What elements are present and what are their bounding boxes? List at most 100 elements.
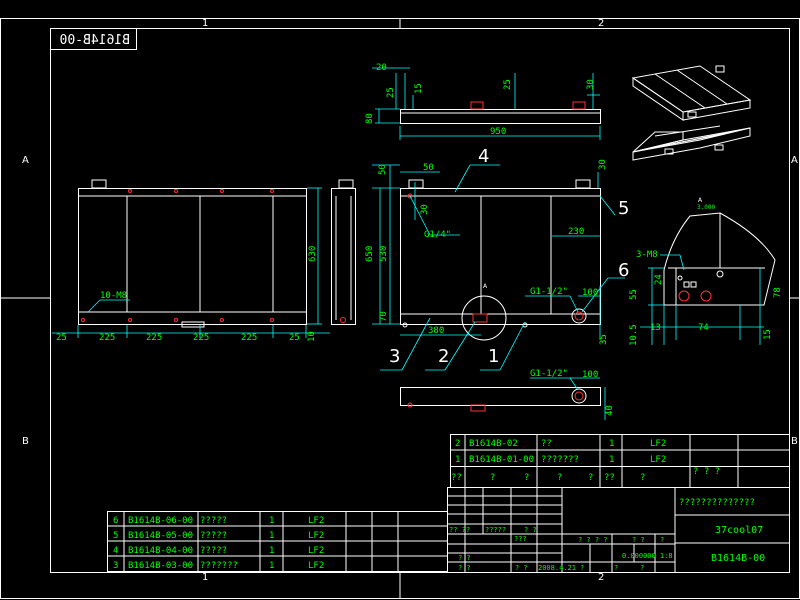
main-dim-50-top: 50 [423,163,434,173]
zone-label-top-2: 2 [598,18,604,29]
drawing-number-box: B1614B-00 [50,28,137,50]
main-dim-650: 650 [365,246,375,262]
bom-lower-name-4: ????? [200,546,227,556]
top-dim-30: 30 [586,79,596,90]
bom-upper-material-1: LF2 [650,455,666,465]
bom-header-qty: ? [557,473,562,483]
bom-upper-code-1: B1614B-01-00 [469,455,534,465]
zone-label-left-a: A [22,155,29,166]
tb-mark-6: ? ? [632,536,645,544]
bom-header-material: ? [588,473,593,483]
bom-header-no: ?? [451,473,462,483]
tb-mark-12: ? [614,564,618,572]
zone-label-bottom-1: 1 [202,572,208,583]
main-dim-380: 380 [428,326,444,336]
bom-lower-table [107,511,448,572]
bom-lower-name-5: ????? [200,531,227,541]
balloon-4: 4 [478,146,489,167]
main-port-g14: G1/4" [424,230,451,240]
isometric-views [631,65,752,161]
bottom-port-g112: G1-1/2" [530,369,568,379]
top-dim-25: 25 [386,87,396,98]
bottom-dim-40: 40 [605,405,615,416]
front-dim-right-25: 25 [289,333,300,343]
detail-dim-55: 55 [629,289,639,300]
bom-lower-qty-5: 1 [269,531,274,541]
detail-scale: 3.000 [697,204,715,211]
main-dim-50-left: 50 [378,164,388,175]
tb-mark-7: ? [660,536,664,544]
detail-dim-105: 10.5 [629,324,639,346]
balloon-2: 2 [438,346,449,367]
detail-dim-24: 24 [654,274,664,285]
main-dim-230: 230 [568,227,584,237]
bom-upper-no-1: 1 [455,455,460,465]
zone-label-right-a: A [791,155,798,166]
tb-mark-10: ? ? [515,564,528,572]
balloon-3: 3 [389,346,400,367]
bom-lower-no-3: 3 [113,561,118,571]
front-dim-left-25: 25 [56,333,67,343]
top-dim-20: 20 [376,63,387,73]
bom-upper-name-2: ?? [541,439,552,449]
bom-upper-name-1: ??????? [541,455,579,465]
tb-mark-8: ? ? [458,554,471,562]
main-dim-35: 35 [599,334,609,345]
main-dim-30-right: 30 [598,159,608,170]
title-block-title: ?????????????? [679,498,755,508]
bom-lower-no-5: 5 [113,531,118,541]
zone-label-bottom-2: 2 [598,572,604,583]
main-dim-100: 100 [582,288,598,298]
bom-lower-material-4: LF2 [308,546,324,556]
bom-upper-qty-1: 1 [609,455,614,465]
bom-lower-code-5: B1614B-05-00 [128,531,193,541]
title-block-company: 37cool07 [715,525,763,536]
bom-lower-material-6: LF2 [308,516,324,526]
bom-upper-code-2: B1614B-02 [469,439,518,449]
tb-mark-3: ? ? [524,526,537,534]
main-dim-70: 70 [379,311,389,322]
bom-lower-qty-4: 1 [269,546,274,556]
tb-mark-13: ? [640,564,644,572]
balloon-5: 5 [618,198,629,219]
bom-lower-qty-3: 1 [269,561,274,571]
main-view [372,164,625,371]
bom-header-remark: ? [640,473,645,483]
bom-lower-qty-6: 1 [269,516,274,526]
main-dim-530: 530 [379,246,389,262]
main-port-g112: G1-1/2" [530,287,568,297]
tb-mark-5: ? ? ? ? [578,536,608,544]
bom-lower-code-4: B1614B-04-00 [128,546,193,556]
front-side-dim-10: 10 [307,331,317,342]
zone-label-top-1: 1 [202,18,208,29]
front-dim-225-3: 225 [193,333,209,343]
tb-mark-11: ? [580,564,584,572]
zone-label-right-b: B [791,436,798,447]
top-view [372,67,601,140]
title-block-date: 2008.4.21 [538,564,576,572]
detail-dim-13: 13 [650,323,661,333]
front-thread-note: 10-M8 [100,291,127,301]
bottom-view [400,377,606,420]
detail-label-a: A [698,197,703,204]
bom-lower-code-3: B1614B-03-00 [128,561,193,571]
front-dim-height-630: 630 [308,246,318,262]
bom-lower-name-3: ??????? [200,561,238,571]
main-dim-30-inner: 30 [420,204,430,215]
tb-mark-9: ? ? [458,564,471,572]
main-detail-mark: A [483,283,488,290]
front-dim-225-2: 225 [146,333,162,343]
bottom-dim-100: 100 [582,370,598,380]
detail-dim-74: 74 [698,323,709,333]
bom-lower-name-6: ????? [200,516,227,526]
bom-lower-no-4: 4 [113,546,118,556]
bom-header-extra: ?? [604,473,615,483]
detail-dim-15: 15 [763,329,773,340]
top-dim-25b: 25 [503,79,513,90]
tb-mark-2: ????? [485,526,506,534]
detail-a [640,212,776,345]
title-block-scale-info: 0.000000 1:8 [622,552,673,560]
drawing-number-text: B1614B-00 [60,33,130,48]
bom-upper-material-2: LF2 [650,439,666,449]
